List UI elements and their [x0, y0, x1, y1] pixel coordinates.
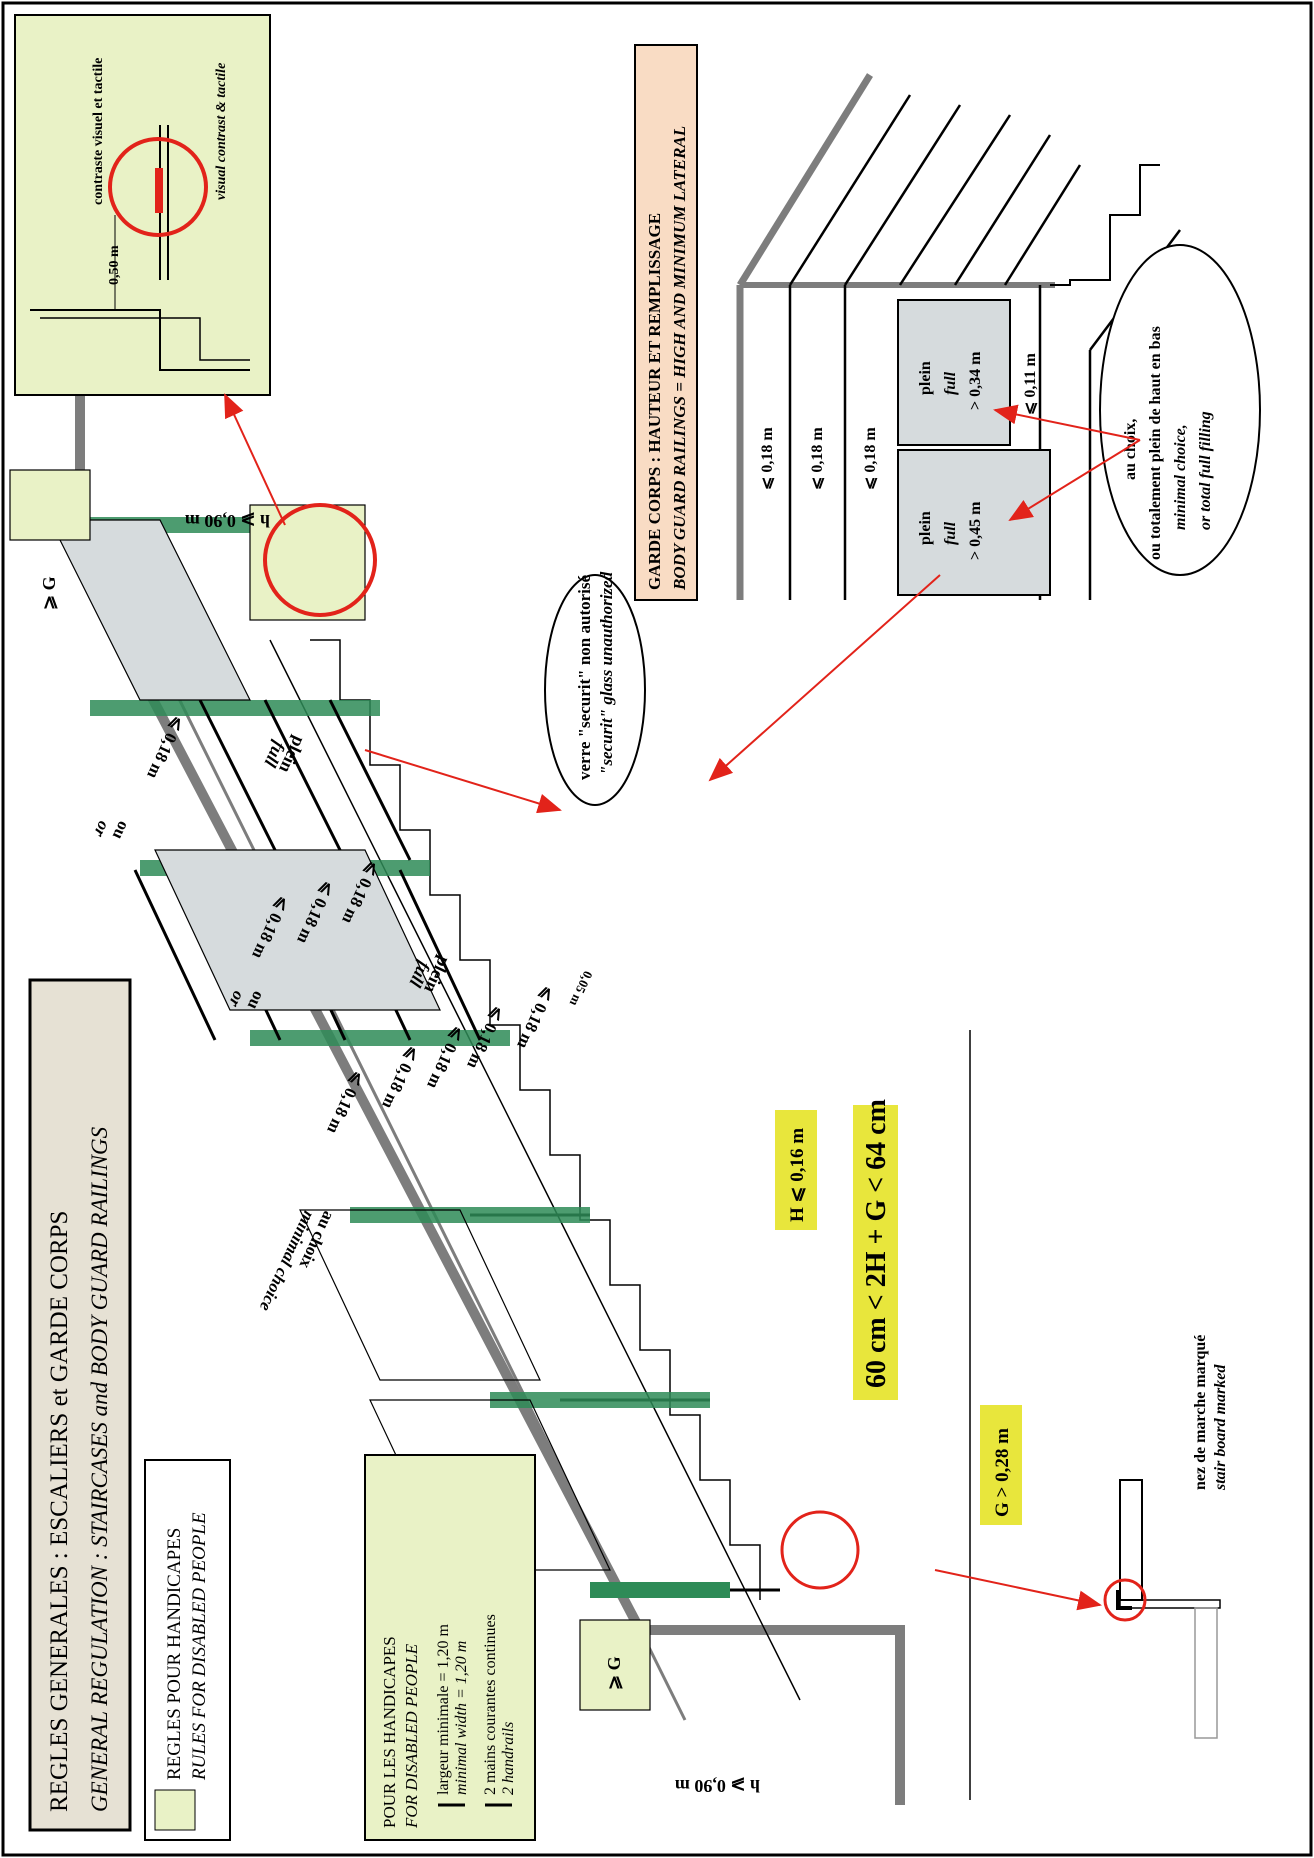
section-lower-gap: ⩽ 0,11 m — [1022, 352, 1039, 415]
legend-en: RULES FOR DISABLED PEOPLE — [189, 1512, 210, 1781]
landing-label-top: ⩾ G — [604, 1656, 624, 1690]
section-choice-4: or total full filling — [1197, 411, 1214, 530]
handicap-width-en: minimal width = 1,20 m — [453, 1641, 470, 1795]
glass-fr: verre "securit" non autorisé — [575, 574, 594, 780]
nosing-detail — [1103, 1479, 1221, 1739]
or-en-2: or — [90, 818, 114, 840]
section-spacing-3: ⩽ 0,18 m — [862, 427, 879, 490]
handicap-heading-fr: POUR LES HANDICAPES — [380, 1636, 399, 1828]
handicap-width-fr: largeur minimale = 1,20 m — [435, 1624, 452, 1795]
section-spacing-1: ⩽ 0,18 m — [759, 427, 776, 490]
section-title-en: BODY GUARD RAILINGS = HIGH AND MINIMUM L… — [670, 126, 689, 591]
contrast-detail: 0,50 m contraste visuel et tactile visua… — [14, 14, 271, 396]
gap-label: 0,05 m — [567, 969, 596, 1009]
glass-en: "securit" glass unauthorized — [597, 571, 616, 775]
staircase-drawing — [9, 100, 971, 1805]
tread-label: G > 0,28 m — [992, 1428, 1013, 1517]
formula-box — [853, 1105, 898, 1400]
section-panel-high — [897, 449, 1051, 596]
section-choice-3: minimal choice, — [1172, 424, 1189, 530]
title-box — [28, 978, 132, 1832]
stair-steps — [310, 639, 761, 1600]
red-arrows — [224, 393, 1141, 1611]
spacing-label-5: ⩽ 0,18 m — [513, 983, 558, 1051]
contrast-en: visual contrast & tactile — [214, 63, 229, 200]
tread-block: G > 0,28 m — [980, 1405, 1022, 1525]
formula-text: 60 cm < 2H + G < 64 cm — [861, 1099, 892, 1388]
spacing-label-2: ⩽ 0,18 m — [378, 1043, 423, 1111]
railing-section-detail: GARDE CORPS : HAUTEUR ET REMPLISSAGE BOD… — [634, 44, 1261, 601]
nosing-fr: nez de marche marqué — [1192, 1335, 1209, 1490]
landing-label-bottom: ⩾ G — [39, 576, 59, 610]
full-panel-lower — [49, 519, 251, 701]
section-panel-low-dim: > 0,34 m — [967, 351, 984, 410]
height-label-top: h ⩾ 0,90 m — [675, 1776, 760, 1796]
section-title-box — [634, 44, 698, 601]
section-spacing-2: ⩽ 0,18 m — [809, 427, 826, 490]
section-panel-high-dim: > 0,45 m — [967, 501, 984, 560]
section-panel-low-en: full — [942, 371, 959, 395]
handicap-box — [364, 1454, 536, 1841]
stair-underside — [269, 639, 801, 1701]
handicap-handrails-fr: 2 mains courantes continues — [482, 1614, 499, 1795]
section-panel-high-fr: plein — [917, 511, 934, 545]
handicap-heading-en: FOR DISABLED PEOPLE — [402, 1643, 421, 1829]
contrast-circle — [263, 503, 377, 617]
section-panel-low — [897, 299, 1011, 446]
contrast-distance: 0,50 m — [107, 245, 122, 285]
legend-block: REGLES POUR HANDICAPES RULES FOR DISABLE… — [144, 1459, 231, 1841]
landing-box-bottom — [579, 1619, 651, 1711]
handicap-handrails-en: 2 handrails — [500, 1722, 517, 1795]
section-panel-high-en: full — [942, 521, 959, 545]
riser-block: H ⩽ 0,16 m — [775, 1110, 817, 1230]
section-choice-2: ou totalement plein de haut en bas — [1147, 326, 1164, 560]
section-choice-1: au choix, — [1122, 419, 1139, 480]
title-fr: REGLES GENERALES : ESCALIERS et GARDE CO… — [46, 1211, 73, 1812]
height-label-bottom: h ⩾ 0,90 m — [185, 511, 270, 531]
landing-box-top — [9, 469, 91, 541]
riser-label: H ⩽ 0,16 m — [787, 1128, 808, 1222]
legend-fr: REGLES POUR HANDICAPES — [164, 1528, 185, 1780]
nosing-circle — [780, 1510, 860, 1590]
nosing-note: nez de marche marqué stair board marked — [1192, 1335, 1229, 1491]
contrast-fr: contraste visuel et tactile — [91, 58, 106, 205]
title-en: GENERAL REGULATION : STAIRCASES and BODY… — [87, 1126, 112, 1812]
handicap-block: POUR LES HANDICAPES FOR DISABLED PEOPLE … — [364, 1454, 536, 1841]
legend-swatch — [154, 1789, 196, 1831]
glass-note: verre "securit" non autorisé "securit" g… — [544, 571, 646, 806]
section-title-fr: GARDE CORPS : HAUTEUR ET REMPLISSAGE — [645, 213, 664, 590]
formula-block: 60 cm < 2H + G < 64 cm — [853, 1099, 898, 1400]
nosing-en: stair board marked — [1212, 1364, 1229, 1491]
title-block: REGLES GENERALES : ESCALIERS et GARDE CO… — [28, 978, 132, 1832]
legend-frame — [144, 1459, 231, 1841]
full-panel-middle — [154, 849, 441, 1011]
section-panel-low-fr: plein — [917, 361, 934, 395]
